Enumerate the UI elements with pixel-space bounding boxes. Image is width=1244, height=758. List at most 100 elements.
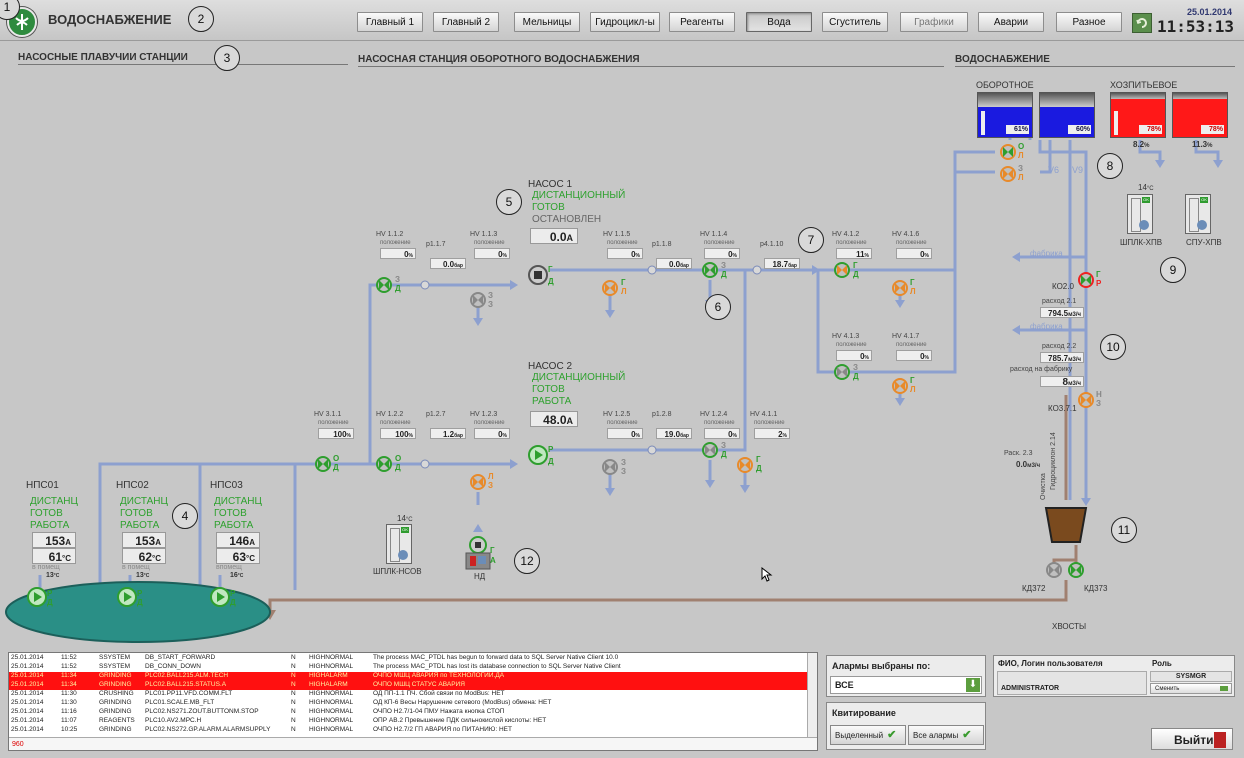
alarm-cell: 25.01.2014 [11, 672, 44, 679]
nps-current: 153A [32, 532, 76, 548]
cabinet-shplk-nsov-label: ШПЛК-НСОВ [373, 567, 422, 576]
nav-tab-9[interactable]: Разное [1056, 12, 1122, 32]
nps-mode: ДИСТАНЦ [120, 496, 168, 507]
callout-4: 4 [172, 503, 198, 529]
alarm-cell: N [291, 726, 296, 733]
nav-tab-2[interactable]: Мельницы [514, 12, 580, 32]
valve-value[interactable]: 0% [896, 248, 932, 259]
nav-tab-3[interactable]: Гидроцикл-ы [590, 12, 660, 32]
valve-value[interactable]: 2% [754, 428, 790, 439]
alarm-cell: 25.01.2014 [11, 699, 44, 706]
line-v9: V9 [1072, 165, 1084, 175]
cabinet-spu-hpv[interactable]: OK [1185, 194, 1211, 234]
ack-selected-button[interactable]: Выделенный✔ [830, 725, 906, 745]
nav-tab-8[interactable]: Аварии [978, 12, 1044, 32]
valve-tag: HV 4.1.3 [832, 333, 860, 340]
pump1-ready: ГОТОВ [532, 202, 565, 213]
valve-value[interactable]: 0.0бар [656, 258, 692, 269]
rask23-label: Раск. 2.3 [1004, 450, 1033, 457]
util-tank-label: ХОЗПИТЬЕВОЕ [1110, 80, 1178, 90]
refresh-icon[interactable] [1132, 13, 1152, 33]
valve-value[interactable]: 0% [380, 248, 416, 259]
change-user-button[interactable]: Сменить [1150, 683, 1232, 694]
nav-tab-4[interactable]: Реагенты [669, 12, 735, 32]
nav-tab-6[interactable]: Сгуститель [822, 12, 888, 32]
alarm-cell: 11:52 [61, 654, 77, 661]
svg-text:Д: Д [548, 457, 554, 466]
nps-room-temp: 16°C [230, 572, 244, 579]
svg-text:Д: Д [853, 372, 859, 381]
alarm-cell: N [291, 681, 296, 688]
alarm-cell: HIGHNORMAL [309, 717, 354, 724]
valve-value[interactable]: 100% [318, 428, 354, 439]
valve-value[interactable]: 0% [896, 350, 932, 361]
callout-3: 3 [214, 45, 240, 71]
alarm-cell: HIGHNORMAL [309, 699, 354, 706]
exit-button[interactable]: Выйти [1151, 728, 1233, 750]
nav-tab-1[interactable]: Главный 2 [433, 12, 499, 32]
svg-text:З: З [488, 300, 493, 309]
exit-door-icon [1214, 732, 1226, 748]
valve-value[interactable]: 0% [607, 428, 643, 439]
valve-value[interactable]: 0% [836, 350, 872, 361]
valve-value[interactable]: 0% [704, 428, 740, 439]
valve-value[interactable]: 0.0бар [430, 258, 466, 269]
valve-value[interactable]: 11% [836, 248, 872, 259]
valve-value[interactable]: 18.7бар [764, 258, 800, 269]
rashod21-label: расход 2.1 [1042, 298, 1077, 305]
valve-value[interactable]: 0% [704, 248, 740, 259]
svg-text:О: О [395, 454, 401, 463]
valve-subtitle: положение [896, 240, 927, 246]
valve-value[interactable]: 0% [474, 428, 510, 439]
ochistka-label: Очистка [1040, 473, 1047, 500]
nav-tab-0[interactable]: Главный 1 [357, 12, 423, 32]
svg-text:З: З [395, 275, 400, 284]
valve-value[interactable]: 0% [607, 248, 643, 259]
valve-subtitle: положение [474, 240, 505, 246]
cabinet-shplk-hpv[interactable]: OK [1127, 194, 1153, 234]
callout-12: 12 [514, 548, 540, 574]
valve-tag: HV 1.1.3 [470, 231, 498, 238]
nps-mode: ДИСТАНЦ [214, 496, 262, 507]
svg-text:О: О [333, 454, 339, 463]
alarm-cell: GRINDING [99, 708, 132, 715]
alarm-cell: GRINDING [99, 672, 132, 679]
nav-tab-5[interactable]: Вода [746, 12, 812, 32]
alarm-scrollbar[interactable] [807, 653, 817, 737]
valve-subtitle: положение [380, 420, 411, 426]
dropdown-arrow-icon[interactable]: ⬇ [966, 678, 980, 692]
valve-subtitle: положение [704, 420, 735, 426]
section-rule [18, 64, 348, 65]
nps-ready: ГОТОВ [120, 508, 153, 519]
alarm-cell: HIGHNORMAL [309, 690, 354, 697]
cabinet-shplk-hpv-temp: 14°C [1138, 183, 1154, 192]
nd-label: НД [474, 572, 486, 581]
rashod-fab-value: 8м3/ч [1040, 376, 1084, 388]
cabinet-shplk-nsov[interactable]: OK [386, 524, 412, 564]
alarm-cell: 25.01.2014 [11, 654, 44, 661]
alarm-cell: DB_START_FORWARD [145, 654, 216, 661]
util-flow-1: 8.2% [1133, 140, 1150, 149]
valve-value[interactable]: 1.2бар [430, 428, 466, 439]
line-v6: V6 [1048, 165, 1060, 175]
util-flow-2: 11.3% [1192, 140, 1213, 149]
ack-all-button[interactable]: Все алармы✔ [908, 725, 984, 745]
valve-value[interactable]: 0% [474, 248, 510, 259]
svg-text:Г: Г [756, 455, 761, 464]
valve-value[interactable]: 100% [380, 428, 416, 439]
alarm-cell: ОЧПО МШЦ АВАРИЯ по ТЕХНОЛОГИИ.ДА [373, 672, 505, 679]
nav-tab-7[interactable]: Графики [900, 12, 968, 32]
alarm-filter-select[interactable]: ВСЕ ⬇ [830, 676, 982, 694]
valve-value[interactable]: 19.0бар [656, 428, 692, 439]
alarm-cell: GRINDING [99, 726, 132, 733]
